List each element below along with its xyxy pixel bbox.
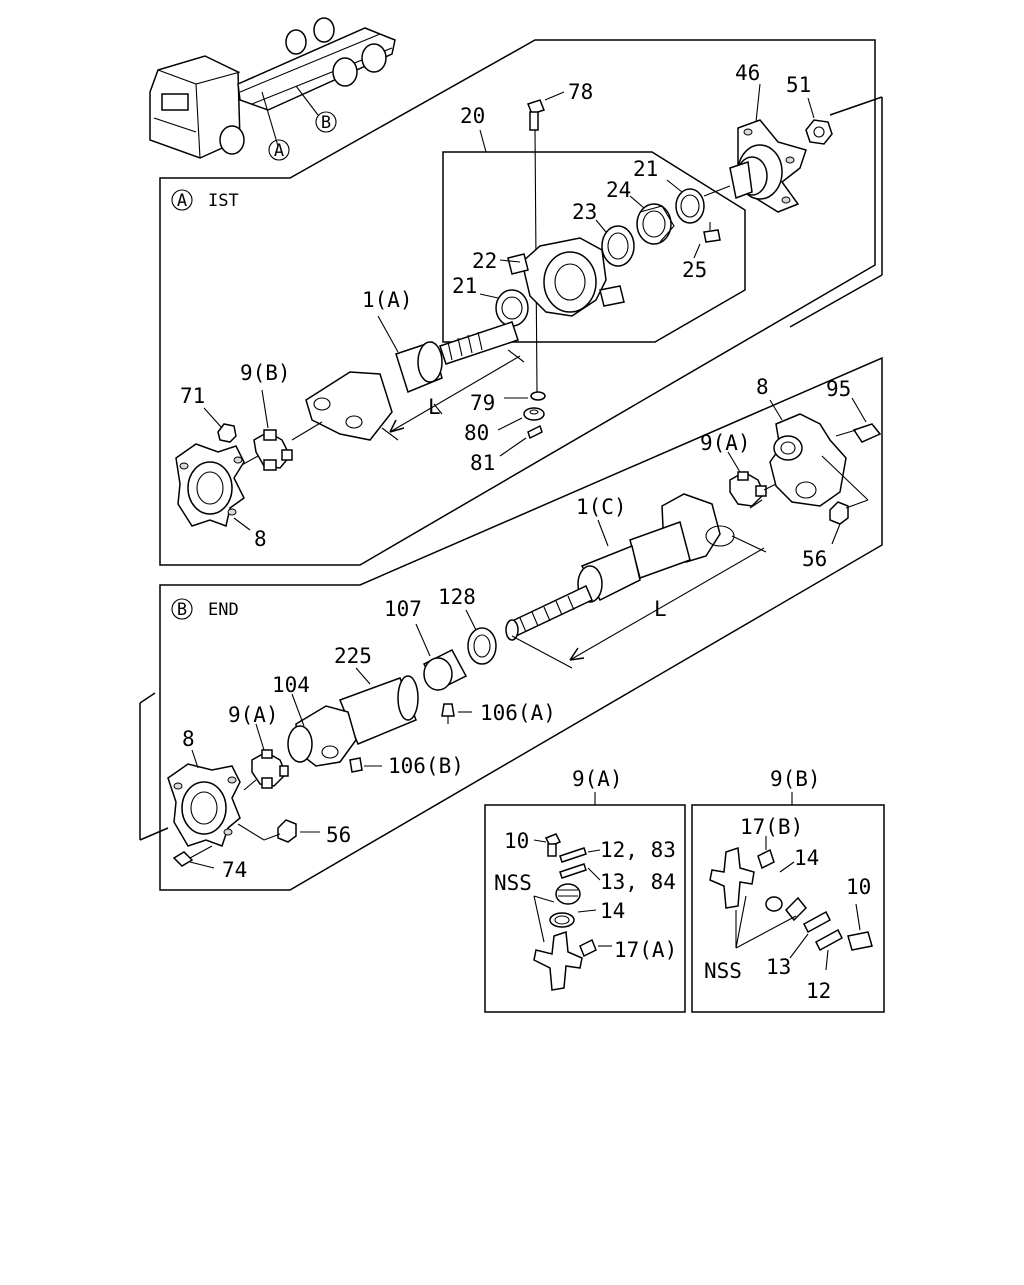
callout-8-ist: 8	[254, 527, 267, 551]
detail-9b-callout-nss: NSS	[704, 959, 742, 983]
section-end-marker: B	[177, 600, 187, 620]
callout-56-right: 56	[802, 547, 827, 571]
callout-56-end: 56	[326, 823, 351, 847]
section-ist-title: IST	[208, 191, 239, 211]
callout-51: 51	[786, 73, 811, 97]
detail-9b-callout-10: 10	[846, 875, 871, 899]
detail-9a-box	[484, 792, 686, 1013]
callout-79: 79	[470, 391, 495, 415]
callout-128: 128	[438, 585, 476, 609]
callout-225: 225	[334, 644, 372, 668]
callout-1c: 1(C)	[576, 495, 627, 519]
section-end: B END	[139, 356, 883, 891]
truck-illustration: B A	[149, 17, 396, 161]
callout-l-ist: L	[428, 395, 441, 419]
callout-8-right: 8	[756, 375, 769, 399]
callout-74: 74	[222, 858, 247, 882]
section-ist-marker: A	[177, 191, 187, 211]
callout-22: 22	[472, 249, 497, 273]
callout-104: 104	[272, 673, 310, 697]
truck-callout-b: B	[321, 113, 331, 133]
callout-9b: 9(B)	[240, 361, 291, 385]
callout-81: 81	[470, 451, 495, 475]
detail-9a-callout-14: 14	[600, 899, 625, 923]
callout-23: 23	[572, 200, 597, 224]
callout-80: 80	[464, 421, 489, 445]
callout-106b: 106(B)	[388, 754, 464, 778]
detail-9b-callout-12: 12	[806, 979, 831, 1003]
callout-24: 24	[606, 178, 631, 202]
detail-9a-callout-13-84: 13, 84	[600, 870, 676, 894]
detail-9a-callout-10: 10	[504, 829, 529, 853]
detail-9b-box	[691, 792, 885, 1013]
callout-20: 20	[460, 104, 485, 128]
callout-8-end: 8	[182, 727, 195, 751]
callout-21-upper: 21	[633, 157, 658, 181]
callout-l-end: L	[654, 597, 667, 621]
callout-9a-right: 9(A)	[700, 431, 751, 455]
detail-9a-callout-12-83: 12, 83	[600, 838, 676, 862]
detail-9b-callout-14: 14	[794, 846, 819, 870]
callout-106a: 106(A)	[480, 701, 556, 725]
callout-78: 78	[568, 80, 593, 104]
callout-25: 25	[682, 258, 707, 282]
section-ist-parts	[175, 83, 833, 531]
callout-21-lower: 21	[452, 274, 477, 298]
section-end-parts	[167, 609, 497, 869]
callout-95: 95	[826, 377, 851, 401]
detail-9a-title: 9(A)	[572, 767, 623, 791]
section-link-parts	[505, 397, 882, 669]
callout-46: 46	[735, 61, 760, 85]
section-ist: A IST	[159, 39, 883, 566]
section-end-title: END	[208, 600, 239, 620]
callout-1a: 1(A)	[362, 288, 413, 312]
callout-9a-end: 9(A)	[228, 703, 279, 727]
detail-9b-callout-17b: 17(B)	[740, 815, 803, 839]
truck-callout-a: A	[274, 141, 284, 161]
detail-9a-callout-17a: 17(A)	[614, 938, 677, 962]
detail-9b-callout-13: 13	[766, 955, 791, 979]
callout-labels: 78 20 46 51 21 24 23 25 22 21 1(A) 9(B) …	[180, 61, 871, 1003]
bearing-group-outline	[442, 129, 746, 343]
detail-9a-callout-nss: NSS	[494, 871, 532, 895]
callout-71: 71	[180, 384, 205, 408]
detail-9b-title: 9(B)	[770, 767, 821, 791]
callout-107: 107	[384, 597, 422, 621]
